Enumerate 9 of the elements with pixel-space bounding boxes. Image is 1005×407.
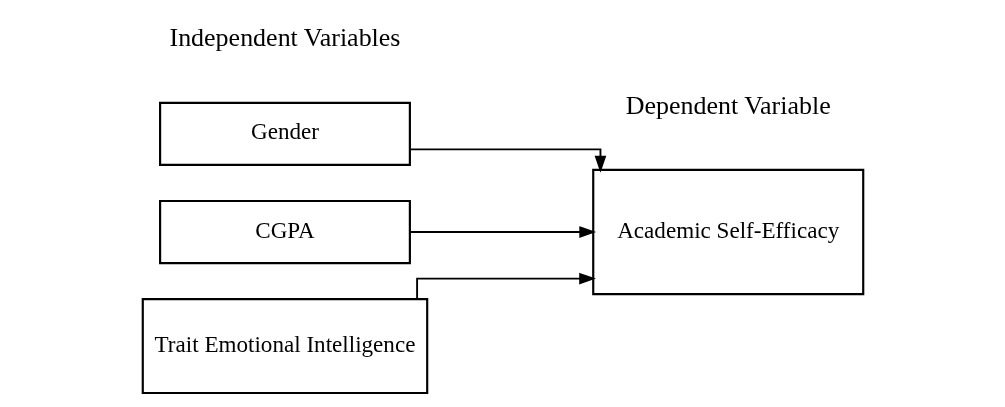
arrow <box>415 272 596 300</box>
arrow <box>408 226 596 238</box>
label: Independent Variables <box>168 23 400 53</box>
node-box: Academic Self-Efficacy <box>591 168 864 296</box>
node-box: Trait Emotional Intelligence <box>141 298 428 395</box>
arrow <box>408 148 606 173</box>
node-box: Gender <box>158 101 411 166</box>
label: Dependent Variable <box>625 91 831 121</box>
node-box: CGPA <box>158 199 411 265</box>
